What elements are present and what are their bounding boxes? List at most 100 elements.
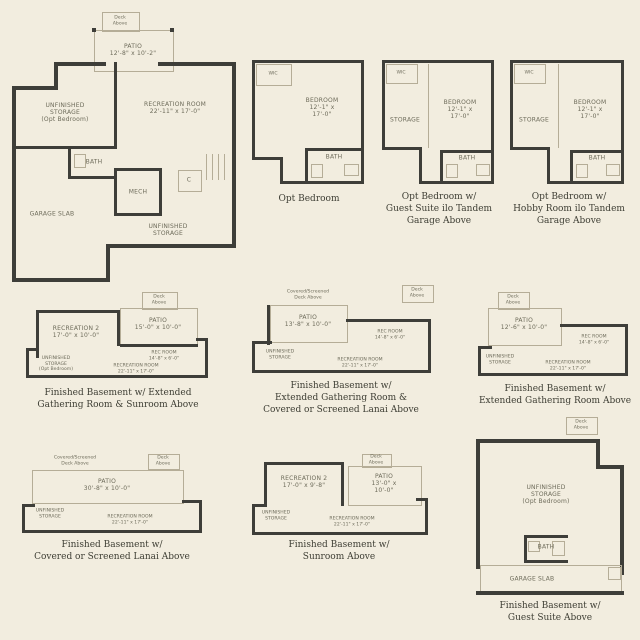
wall-segment [510,147,550,150]
wall-segment [252,341,272,344]
wall-segment [252,504,255,535]
patio-post [92,28,96,32]
room-label-deck: Deck Above [112,15,128,27]
wall-segment [252,60,255,160]
room-label-patio: PATIO 12'-8" x 10'-2" [109,42,157,57]
room-label-garage-slab: GARAGE SLAB [509,575,555,583]
bath-fixture [552,541,565,556]
wall-segment [305,148,363,151]
wall-segment [26,348,29,378]
patio-outline [270,305,348,343]
wall-segment [341,462,344,506]
plan-caption: Finished Basement w/ Sunroom Above [288,540,390,562]
wall-segment [428,319,431,373]
wall-segment [425,498,428,535]
wall-segment [382,60,385,150]
room-label-recreation-room: RECREATION ROOM 22'-11" x 17'-0" [107,514,153,526]
floorplan-ext-gathering-sunroom: Deck Above PATIO 15'-0" x 10'-0" RECREAT… [24,290,212,420]
deck-outline [498,292,530,310]
wall-segment [382,60,494,63]
wall-segment [264,462,344,465]
room-label-patio: PATIO 13'-0" x 10'-0" [371,473,397,495]
wall-segment [547,181,624,184]
wall-segment [182,500,202,503]
room-label-deck: Deck Above [409,287,425,299]
floorplan-sunroom: RECREATION 2 17'-0" x 9'-8" Deck Above P… [250,452,428,572]
closet-outline [178,170,202,192]
room-label-wic: WIC [268,71,278,77]
room-label-bath: BATH [85,158,103,166]
wall-segment [12,86,58,90]
wall-segment [114,213,162,216]
room-label-unfinished-storage: UNFINISHED STORAGE [148,222,188,237]
room-label-bedroom: BEDROOM 12'-1" x 17'-0" [573,99,607,121]
bath-fixture [446,164,458,178]
wall-segment [620,465,624,575]
wall-segment [22,530,202,533]
bath-fixture [311,164,323,178]
wall-segment [205,338,208,378]
wall-segment [382,147,422,150]
wall-segment [36,310,120,313]
plan-caption: Opt Bedroom w/ Hobby Room ilo Tandem Gar… [513,192,625,226]
room-label-recreation-room: RECREATION ROOM 22'-11" x 17'-0" [337,357,383,369]
wall-segment [478,346,492,349]
patio-outline [94,30,174,72]
wall-segment [267,305,270,345]
room-label-unfinished-storage-opt: UNFINISHED STORAGE (Opt Bedroom) [522,484,570,506]
wall-segment [478,373,628,376]
room-label-covered-deck: Covered/Screened Deck Above [286,289,330,301]
wall-segment [54,62,106,66]
wall-segment [68,176,117,179]
patio-outline [32,470,184,504]
plan-caption: Finished Basement w/ Extended Gathering … [263,381,419,415]
deck-outline [148,454,180,470]
room-label-rec-room: REC ROOM 14'-8" x 6'-0" [148,350,180,362]
room-label-mech: MECH [128,188,148,196]
room-label-bath: BATH [325,153,343,161]
wall-segment [196,338,208,341]
room-label-rec-room: REC ROOM 14'-8" x 6'-0" [578,334,610,346]
wic-outline [514,64,546,84]
wall-segment [117,310,120,346]
wall-segment [159,168,162,216]
room-label-storage: STORAGE [390,116,420,124]
room-label-unfinished-storage: UNFINISHED STORAGE (Opt Bedroom) [38,355,74,372]
wall-segment [114,168,117,216]
patio-outline [348,466,422,506]
wall-segment [570,150,624,153]
wall-segment [232,62,236,248]
wall-segment [361,60,364,184]
wall-segment [625,324,628,376]
wall-segment [510,60,624,63]
wall-segment [478,346,481,376]
room-label-recreation-room: RECREATION ROOM 22'-11" x 17'-0" [545,360,591,372]
wall-segment [440,150,494,153]
wall-segment [346,319,431,322]
room-label-patio: PATIO 13'-8" x 10'-0" [284,313,332,328]
bath-fixture [476,164,490,176]
wall-segment [252,370,431,373]
wall-segment [252,341,255,373]
wall-segment [26,348,39,351]
plan-caption: Finished Basement w/ Extended Gathering … [478,384,632,406]
room-label-recreation-2: RECREATION 2 17'-0" x 10'-0" [52,324,100,339]
wall-segment [26,375,208,378]
room-label-deck: Deck Above [155,455,171,467]
plan-caption: Finished Basement w/ Covered or Screened… [34,540,190,562]
deck-outline [142,292,178,310]
room-label-storage: STORAGE [519,116,549,124]
floorplan-opt-bedroom-guest-suite: WIC STORAGE BEDROOM 12'-1" x 17'-0" BATH… [380,58,498,233]
room-label-unfinished-storage: UNFINISHED STORAGE [35,508,65,520]
wall-segment [476,439,480,569]
wall-segment [491,60,494,184]
room-label-recreation-room: RECREATION ROOM 22'-11" x 17'-0" [113,363,159,375]
stair-treads [218,154,219,180]
room-label-deck: Deck Above [368,454,384,466]
deck-outline [402,285,434,303]
floorplan-base-basement: Deck Above PATIO 12'-8" x 10'-2" C UNFIN… [10,8,242,298]
floorplan-guest-suite-above: Deck Above UNFINISHED STORAGE (Opt Bedro… [466,415,634,625]
stair-treads [212,154,213,180]
room-label-deck: Deck Above [505,294,521,306]
closet-outline [608,567,621,580]
